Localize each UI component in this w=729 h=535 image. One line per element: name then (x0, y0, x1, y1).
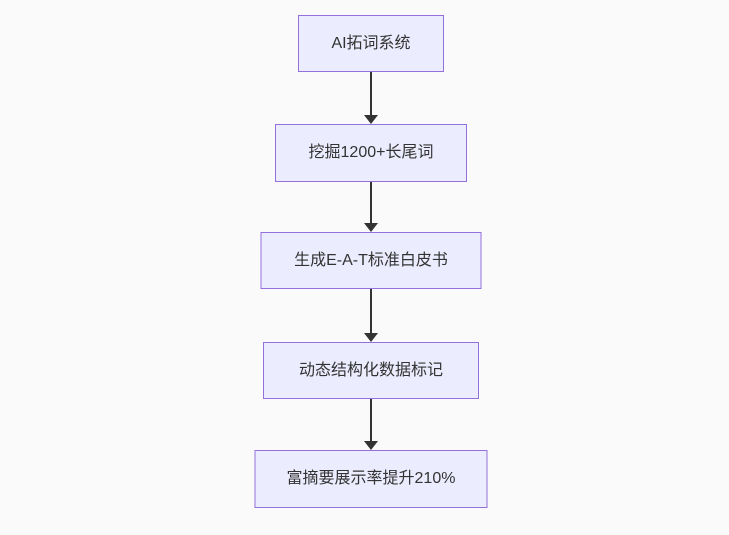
arrowhead-down-icon (364, 223, 378, 232)
flow-node-label: 动态结构化数据标记 (298, 361, 443, 379)
flow-node-longtail-mining: 挖掘1200+长尾词 (275, 124, 467, 182)
arrow-line (370, 72, 372, 115)
flow-node-ai-keyword-system: AI拓词系统 (298, 15, 444, 72)
flow-node-rich-snippet-result: 富摘要展示率提升210% (254, 450, 488, 508)
flow-arrow-3 (364, 289, 378, 342)
flow-node-label: 挖掘1200+长尾词 (308, 144, 434, 162)
flow-node-label: AI拓词系统 (331, 34, 411, 52)
flow-arrow-4 (364, 399, 378, 450)
arrowhead-down-icon (364, 333, 378, 342)
flow-arrow-2 (364, 182, 378, 232)
flow-node-label: 富摘要展示率提升210% (286, 470, 456, 488)
arrow-line (370, 399, 372, 441)
flow-node-structured-data-markup: 动态结构化数据标记 (263, 342, 479, 399)
arrow-line (370, 182, 372, 223)
arrowhead-down-icon (364, 441, 378, 450)
flow-arrow-1 (364, 72, 378, 124)
flow-node-label: 生成E-A-T标准白皮书 (294, 251, 448, 269)
arrowhead-down-icon (364, 115, 378, 124)
arrow-line (370, 289, 372, 333)
flow-node-eat-whitepaper: 生成E-A-T标准白皮书 (260, 232, 482, 289)
